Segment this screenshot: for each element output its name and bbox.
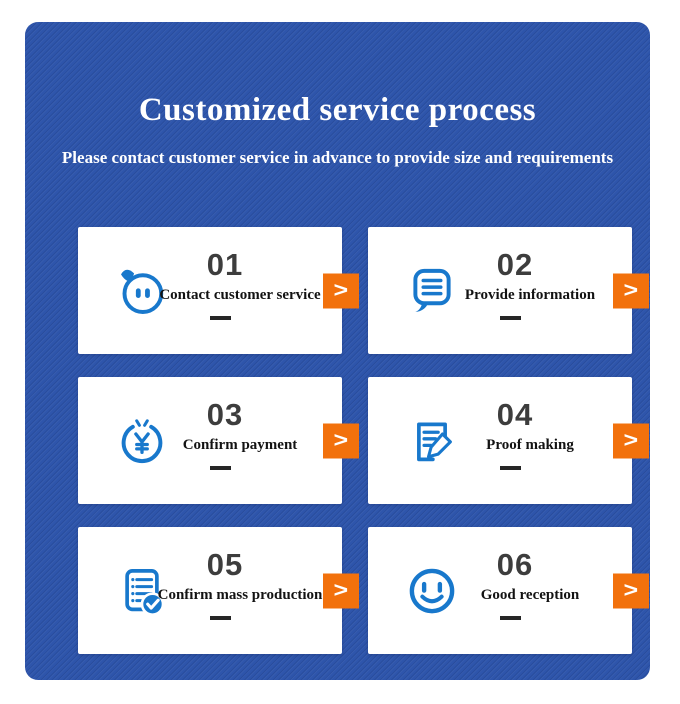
step-label: Good reception [480,586,580,603]
arrow-right-button[interactable]: > [613,273,649,308]
service-panel: Customized service process Please contac… [25,22,650,680]
chevron-right-icon: > [333,428,349,452]
steps-grid: 01 Contact customer service > 02 [78,227,649,654]
chat-face-icon [114,263,170,319]
step-number: 06 [496,546,534,582]
step-label: Confirm payment [182,436,298,453]
step-label: Confirm mass production [157,586,323,603]
speech-bubble-icon [404,263,460,319]
arrow-right-button[interactable]: > [613,573,649,608]
step-label: Provide information [464,286,596,303]
step-divider-dash [499,616,521,621]
page-title: Customized service process [138,92,537,128]
step-number: 03 [206,396,244,432]
page-subtitle: Please contact customer service in advan… [61,148,614,167]
smiley-face-icon [404,563,460,619]
yuan-coin-icon [114,413,170,469]
step-divider-dash [499,316,521,321]
chevron-right-icon: > [333,278,349,302]
arrow-right-button[interactable]: > [323,273,359,308]
step-card-contact-customer-service: 01 Contact customer service > [78,227,359,354]
step-divider-dash [499,466,521,471]
step-label: Contact customer service [159,286,321,303]
document-pencil-icon [404,413,460,469]
step-card-proof-making: 04 Proof making > [368,377,649,504]
arrow-right-button[interactable]: > [323,573,359,608]
step-number: 05 [206,546,244,582]
step-divider-dash [209,466,231,471]
step-card-confirm-mass-production: 05 Confirm mass production > [78,527,359,654]
chevron-right-icon: > [623,428,639,452]
step-divider-dash [209,616,231,621]
step-label: Proof making [486,436,574,453]
step-divider-dash [209,316,231,321]
chevron-right-icon: > [623,578,639,602]
arrow-right-button[interactable]: > [323,423,359,458]
step-card-confirm-payment: 03 Confirm payment > [78,377,359,504]
checklist-check-icon [114,563,170,619]
step-number: 04 [496,396,534,432]
step-card-good-reception: 06 Good reception > [368,527,649,654]
chevron-right-icon: > [333,578,349,602]
chevron-right-icon: > [623,278,639,302]
step-number: 01 [206,246,244,282]
step-card-provide-information: 02 Provide information > [368,227,649,354]
step-number: 02 [496,246,534,282]
arrow-right-button[interactable]: > [613,423,649,458]
